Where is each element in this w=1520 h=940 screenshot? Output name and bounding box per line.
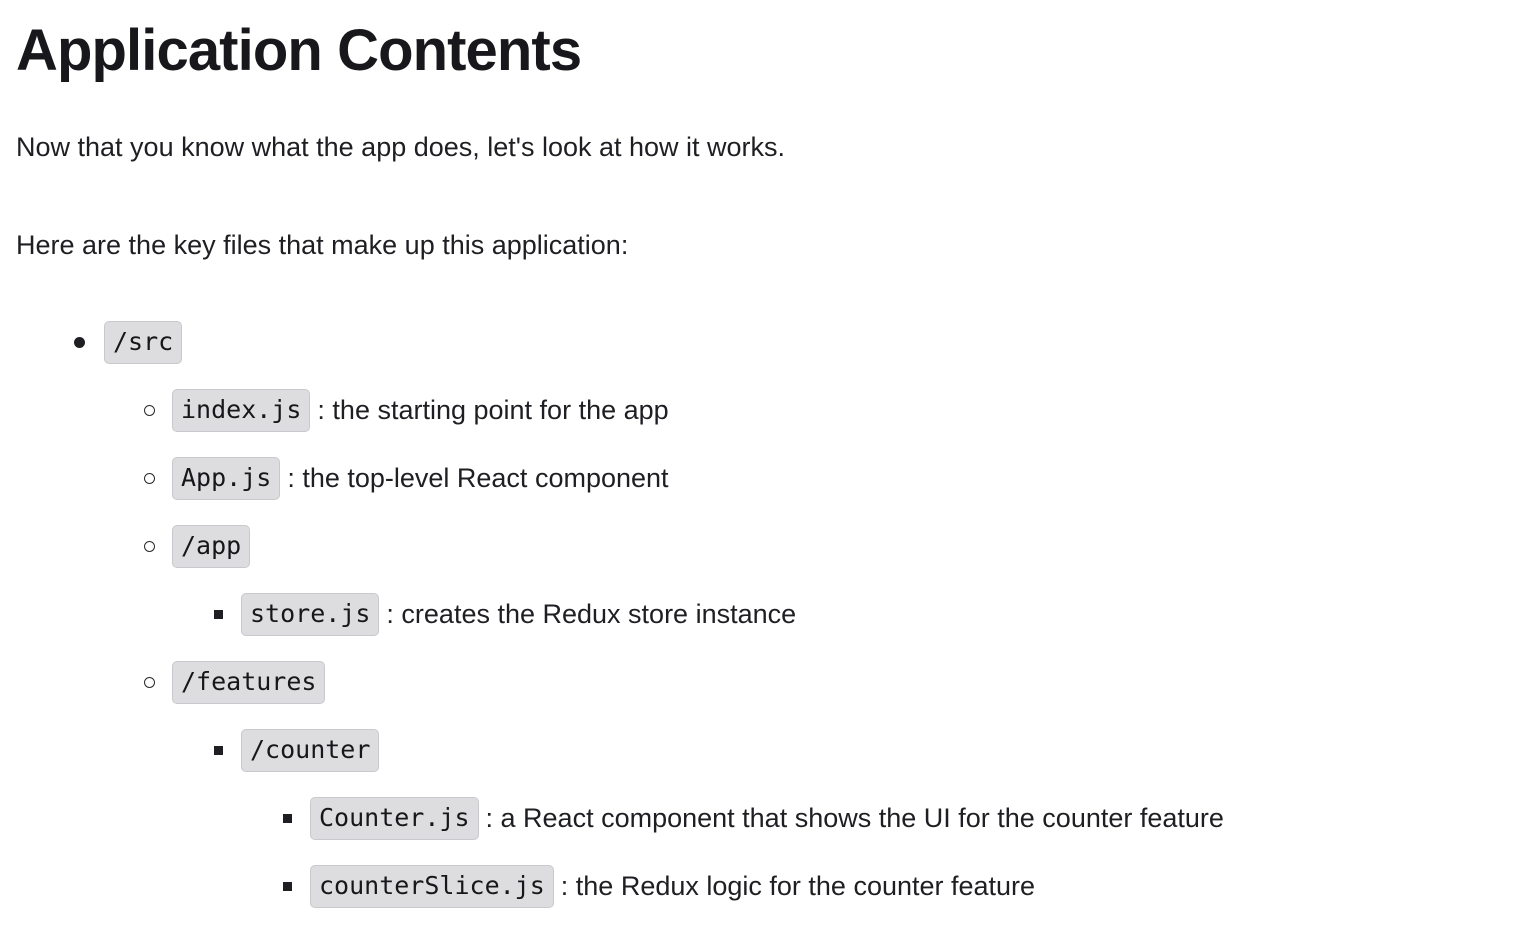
file-tree: /src index.js : the starting point for t…: [16, 320, 1500, 910]
bullet-square-icon: [283, 796, 313, 842]
tree-item-counter-dir: /counter Counter.js : a React component …: [172, 728, 1500, 910]
tree-row: /features: [172, 660, 1500, 706]
bullet-circle-icon: [144, 388, 174, 434]
tree-item-counter-js: Counter.js : a React component that show…: [241, 796, 1500, 842]
code-chip-store-js: store.js: [241, 593, 380, 637]
tree-row: counterSlice.js : the Redux logic for th…: [310, 864, 1500, 910]
bullet-disc-icon: [74, 320, 104, 366]
tree-row: /counter: [241, 728, 1500, 774]
tree-children-src: index.js : the starting point for the ap…: [104, 388, 1500, 910]
tree-item-description: : the starting point for the app: [317, 395, 669, 426]
code-chip-counter-dir: /counter: [241, 729, 380, 773]
code-chip-counter-js: Counter.js: [310, 797, 479, 841]
tree-item-counter-slice-js: counterSlice.js : the Redux logic for th…: [241, 864, 1500, 910]
tree-item-app-dir: /app store.js : creates the Redux store …: [104, 524, 1500, 638]
code-chip-features-dir: /features: [172, 661, 326, 705]
bullet-circle-icon: [144, 660, 174, 706]
document-page: Application Contents Now that you know w…: [16, 18, 1500, 910]
bullet-circle-icon: [144, 456, 174, 502]
code-chip-app-js: App.js: [172, 457, 281, 501]
tree-row: App.js : the top-level React component: [172, 456, 1500, 502]
bullet-circle-icon: [144, 524, 174, 570]
intro-paragraph: Now that you know what the app does, let…: [16, 131, 786, 162]
page-title: Application Contents: [16, 18, 582, 83]
tree-row: /app: [172, 524, 1500, 570]
tree-item-app-js: App.js : the top-level React component: [104, 456, 1500, 502]
tree-row: store.js : creates the Redux store insta…: [241, 592, 1500, 638]
tree-item-description: : the Redux logic for the counter featur…: [560, 871, 1036, 902]
bullet-square-icon: [214, 728, 244, 774]
code-chip-app-dir: /app: [172, 525, 251, 569]
code-chip-counter-slice-js: counterSlice.js: [310, 865, 554, 909]
tree-row: Counter.js : a React component that show…: [310, 796, 1500, 842]
tree-children-counter-dir: Counter.js : a React component that show…: [241, 796, 1500, 910]
code-chip-index-js: index.js: [172, 389, 311, 433]
tree-row: /src: [104, 320, 1500, 366]
tree-item-index-js: index.js : the starting point for the ap…: [104, 388, 1500, 434]
bullet-square-icon: [214, 592, 244, 638]
code-chip-src: /src: [104, 321, 183, 365]
tree-item-features-dir: /features /counter: [104, 660, 1500, 910]
tree-children-app-dir: store.js : creates the Redux store insta…: [172, 592, 1500, 638]
files-lead-paragraph: Here are the key files that make up this…: [16, 230, 629, 261]
tree-row: index.js : the starting point for the ap…: [172, 388, 1500, 434]
tree-children-features: /counter Counter.js : a React component …: [172, 728, 1500, 910]
tree-item-src: /src index.js : the starting point for t…: [16, 320, 1500, 910]
tree-item-description: : the top-level React component: [287, 463, 669, 494]
tree-item-store-js: store.js : creates the Redux store insta…: [172, 592, 1500, 638]
tree-item-description: : creates the Redux store instance: [386, 599, 797, 630]
tree-item-description: : a React component that shows the UI fo…: [485, 803, 1224, 834]
bullet-square-icon: [283, 864, 313, 910]
